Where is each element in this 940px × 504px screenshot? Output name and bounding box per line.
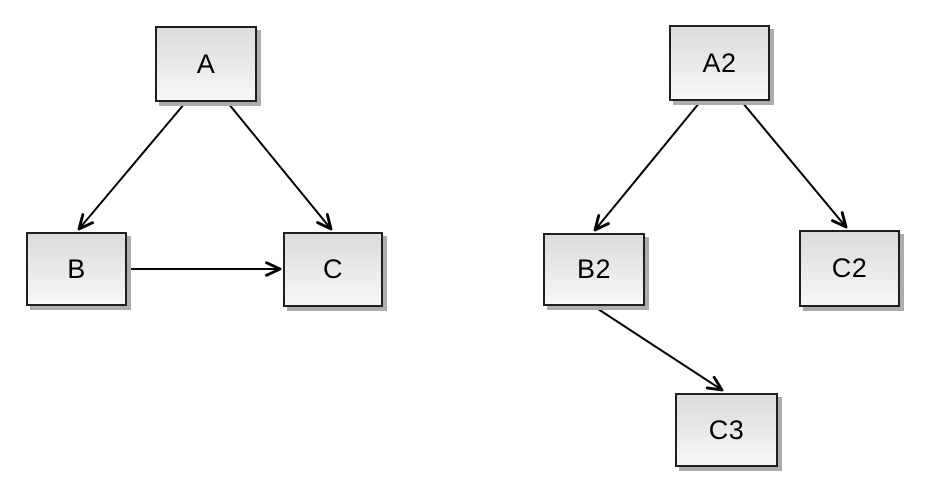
node-label: A2	[702, 47, 737, 78]
node-B: B	[26, 232, 127, 306]
edge-A-to-C	[227, 102, 333, 231]
edge-A2-to-C2	[741, 101, 848, 229]
edge-A2-to-B2	[593, 101, 701, 232]
node-C2: C2	[799, 230, 900, 307]
node-A: A	[155, 26, 257, 102]
node-label: B2	[576, 254, 612, 284]
node-label: A	[196, 48, 216, 79]
node-label: C3	[708, 414, 745, 445]
edge-B2-to-C3	[594, 306, 724, 392]
node-C3: C3	[675, 393, 778, 467]
edge-A-to-B	[77, 102, 186, 231]
node-label: B	[67, 253, 86, 284]
node-B2: B2	[543, 233, 645, 306]
node-C: C	[283, 232, 383, 307]
node-label: C2	[831, 253, 868, 283]
node-A2: A2	[669, 25, 770, 101]
node-label: C	[323, 254, 343, 284]
